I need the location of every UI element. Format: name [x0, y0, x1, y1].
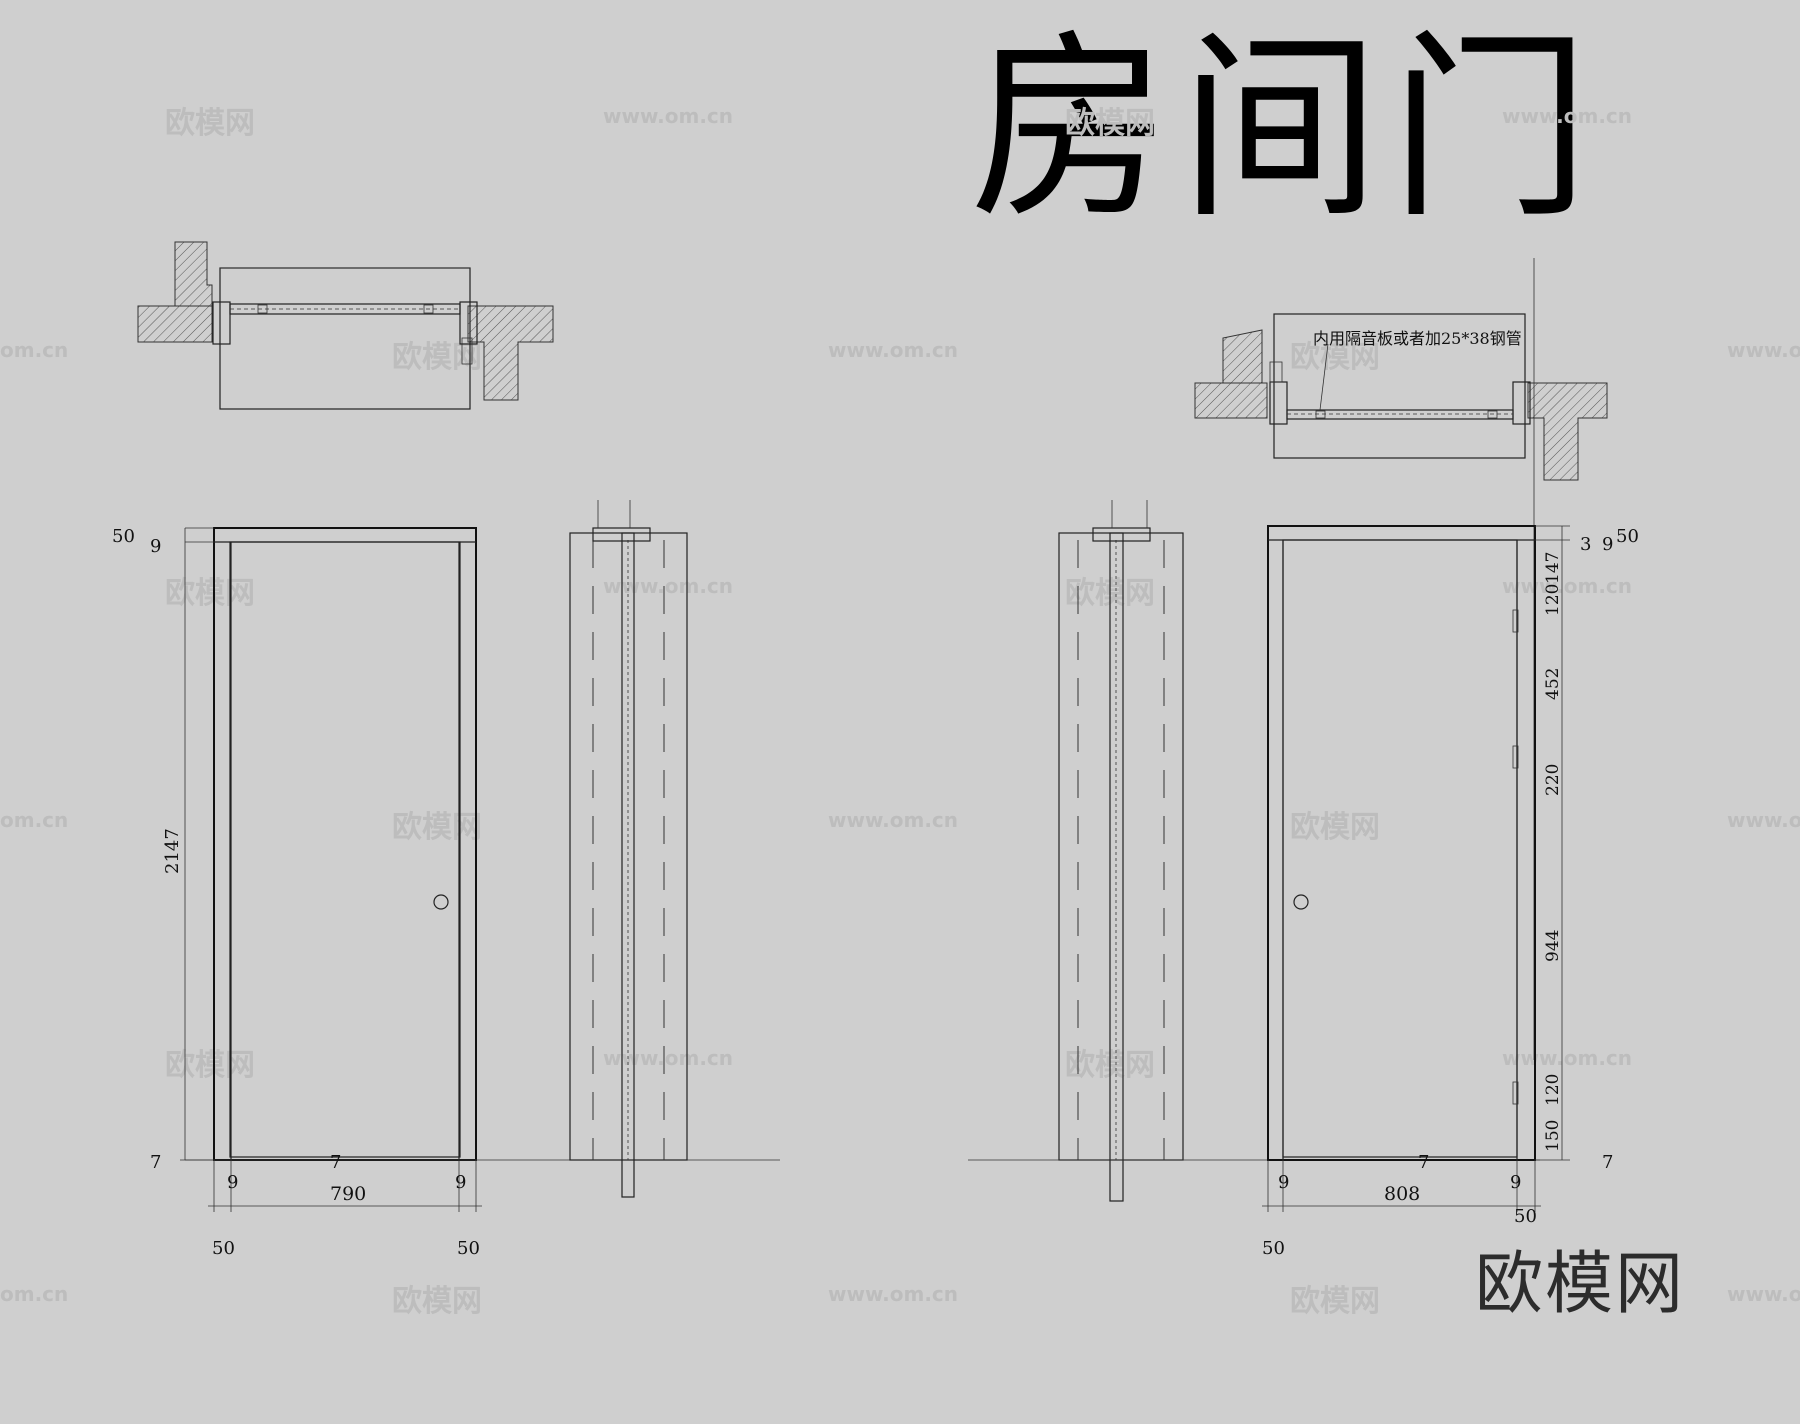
dim-top-gap-b: 9 [1602, 534, 1613, 555]
watermark-url: www.om.cn [1502, 574, 1633, 598]
watermark-url: om.cn [0, 338, 69, 362]
door-leaf-plan [1286, 409, 1514, 420]
dim-seg-2: 120 [1543, 584, 1563, 616]
watermark-url: www.om.cn [603, 104, 734, 128]
dim-top-frame: 50 [1616, 526, 1639, 547]
dim-gap-right: 9 [455, 1172, 466, 1193]
dim-frame-right: 50 [457, 1238, 480, 1259]
plan-outline-box [219, 267, 471, 410]
hinge-bottom [1512, 1081, 1519, 1105]
wall-section-right [467, 305, 554, 401]
frame-right [1512, 381, 1531, 425]
dim-seg-6: 120 [1543, 1074, 1563, 1106]
callout-note: 内用隔音板或者加25*38钢管 [1313, 329, 1522, 348]
wall-section-left [138, 241, 213, 307]
watermark-url: www.om.cn [603, 574, 734, 598]
watermark-brand: 欧模网 [1290, 340, 1380, 375]
side-wall-outline [569, 532, 688, 1161]
dim-gap-right: 9 [1510, 1172, 1521, 1193]
dim-bottom-gap: 7 [1602, 1152, 1613, 1173]
wall-section-right [1527, 382, 1608, 481]
right-door-elevation [1262, 525, 1570, 1212]
dim-seg-7: 150 [1543, 1120, 1563, 1152]
right-side-section [968, 500, 1540, 1202]
drawing-title: 房间门 [970, 13, 1601, 246]
brand-logo-text: 欧模网 [1475, 1245, 1686, 1324]
dim-width: 790 [330, 1183, 366, 1205]
watermark-brand: 欧模网 [165, 106, 255, 141]
door-knob [433, 894, 449, 910]
wall-section-left [1194, 382, 1268, 419]
wall-section-left-upper [1222, 329, 1263, 384]
door-frame-outline [213, 527, 477, 1161]
dim-seg-4: 220 [1543, 764, 1563, 796]
dim-seg-3: 452 [1543, 668, 1563, 700]
door-leaf-side [621, 532, 635, 1198]
door-knob [1293, 894, 1309, 910]
hinge-middle [1512, 745, 1519, 769]
watermark-brand: 欧模网 [165, 1048, 255, 1083]
watermark-url: www.om.cn [828, 1282, 959, 1306]
dim-bottom-gap: 7 [150, 1152, 161, 1173]
dim-height: 2147 [162, 828, 183, 874]
dim-width: 808 [1384, 1183, 1420, 1205]
door-leaf [229, 541, 461, 1158]
watermark-url: www.om.cn [1502, 1046, 1633, 1070]
dim-top-frame: 50 [112, 526, 135, 547]
door-leaf [1282, 539, 1518, 1158]
dim-top-gap-a: 3 [1580, 534, 1591, 555]
door-leaf-side [1109, 532, 1124, 1202]
watermark-brand: 欧模网 [165, 576, 255, 611]
watermark-url: www.om.cn [828, 338, 959, 362]
watermark-url: om.cn [0, 808, 69, 832]
watermark-url: www.om.cn [828, 808, 959, 832]
dim-gap-left: 9 [1278, 1172, 1289, 1193]
left-door-elevation [180, 527, 780, 1212]
watermark-url: www.om.cn [1502, 104, 1633, 128]
watermark-brand: 欧模网 [1290, 810, 1380, 845]
frame-right [459, 301, 478, 345]
left-side-section [569, 500, 688, 1198]
dim-seg-1: 147 [1543, 552, 1563, 584]
watermark-brand: 欧模网 [1065, 106, 1155, 141]
watermark-url: www.om.cn [1727, 808, 1800, 832]
dim-frame-left: 50 [212, 1238, 235, 1259]
wall-section-left-lower [137, 305, 213, 343]
hinge-top [1512, 609, 1519, 633]
dim-bottom-mid-gap: 7 [330, 1152, 341, 1173]
watermark-brand: 欧模网 [392, 810, 482, 845]
dim-seg-5: 944 [1543, 930, 1563, 962]
watermark-url: www.om.cn [1727, 1282, 1800, 1306]
frame-left [212, 301, 231, 345]
dim-gap-left: 9 [227, 1172, 238, 1193]
left-plan-section [137, 241, 554, 410]
plan-outline-box [1273, 313, 1526, 459]
dim-bottom-mid-gap: 7 [1418, 1152, 1429, 1173]
dim-frame-left: 50 [1262, 1238, 1285, 1259]
frame-left [1269, 381, 1288, 425]
watermark-brand: 欧模网 [1290, 1284, 1380, 1319]
dim-frame-right: 50 [1514, 1206, 1537, 1227]
watermark-brand: 欧模网 [392, 340, 482, 375]
dim-top-gap: 9 [150, 536, 161, 557]
watermark-url: om.cn [0, 1282, 69, 1306]
watermark-url: www.om.cn [1727, 338, 1800, 362]
watermark-brand: 欧模网 [392, 1284, 482, 1319]
door-frame-outline [1267, 525, 1536, 1161]
right-plan-section [1194, 258, 1608, 1060]
watermark-url: www.om.cn [603, 1046, 734, 1070]
